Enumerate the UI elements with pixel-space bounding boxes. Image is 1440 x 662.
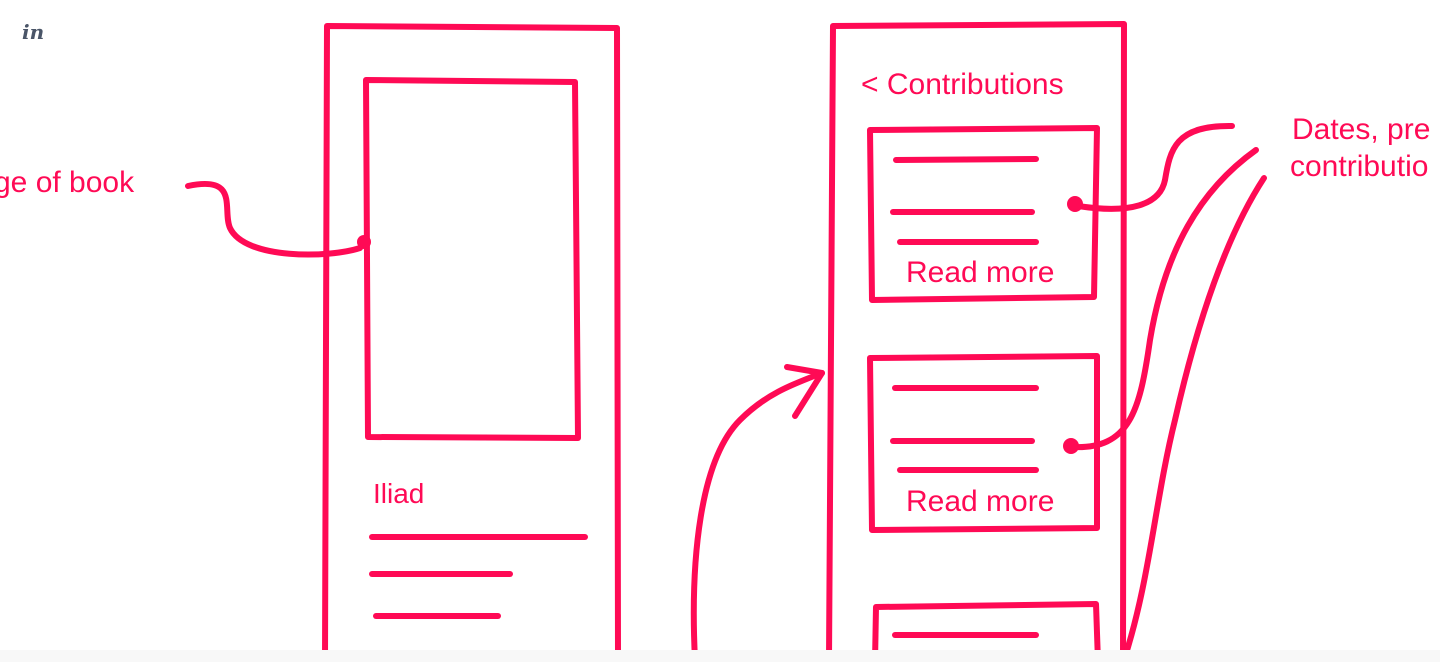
navigation-arrow <box>690 370 825 662</box>
book-title: Iliad <box>373 478 425 509</box>
contributions-header: < Contributions <box>861 68 1064 101</box>
text-line <box>893 156 1039 163</box>
contribution-card <box>872 601 1101 662</box>
read-more-link[interactable]: Read more <box>906 485 1055 518</box>
read-more-link[interactable]: Read more <box>906 256 1055 289</box>
details-annotation-curve <box>1069 147 1259 451</box>
phone-frame-right <box>826 21 1127 662</box>
navigation-arrowhead <box>784 364 825 419</box>
details-annotation-curve <box>1075 122 1235 212</box>
contribution-card <box>867 353 1100 533</box>
image-annotation-arrow <box>185 181 363 258</box>
arrow-dot <box>357 235 371 249</box>
details-annotation-label: Dates, pre <box>1292 113 1431 146</box>
contribution-card <box>867 125 1100 303</box>
image-annotation-label: ge of book <box>0 166 135 199</box>
arrow-dot <box>1067 196 1083 212</box>
bottom-edge <box>0 650 1440 662</box>
arrow-dot <box>1063 438 1079 454</box>
book-image-placeholder <box>363 77 581 441</box>
logo: in <box>22 20 45 44</box>
details-annotation-curve <box>1121 175 1267 662</box>
details-annotation-label: contributio <box>1290 150 1429 183</box>
phone-frame-left <box>322 23 621 662</box>
